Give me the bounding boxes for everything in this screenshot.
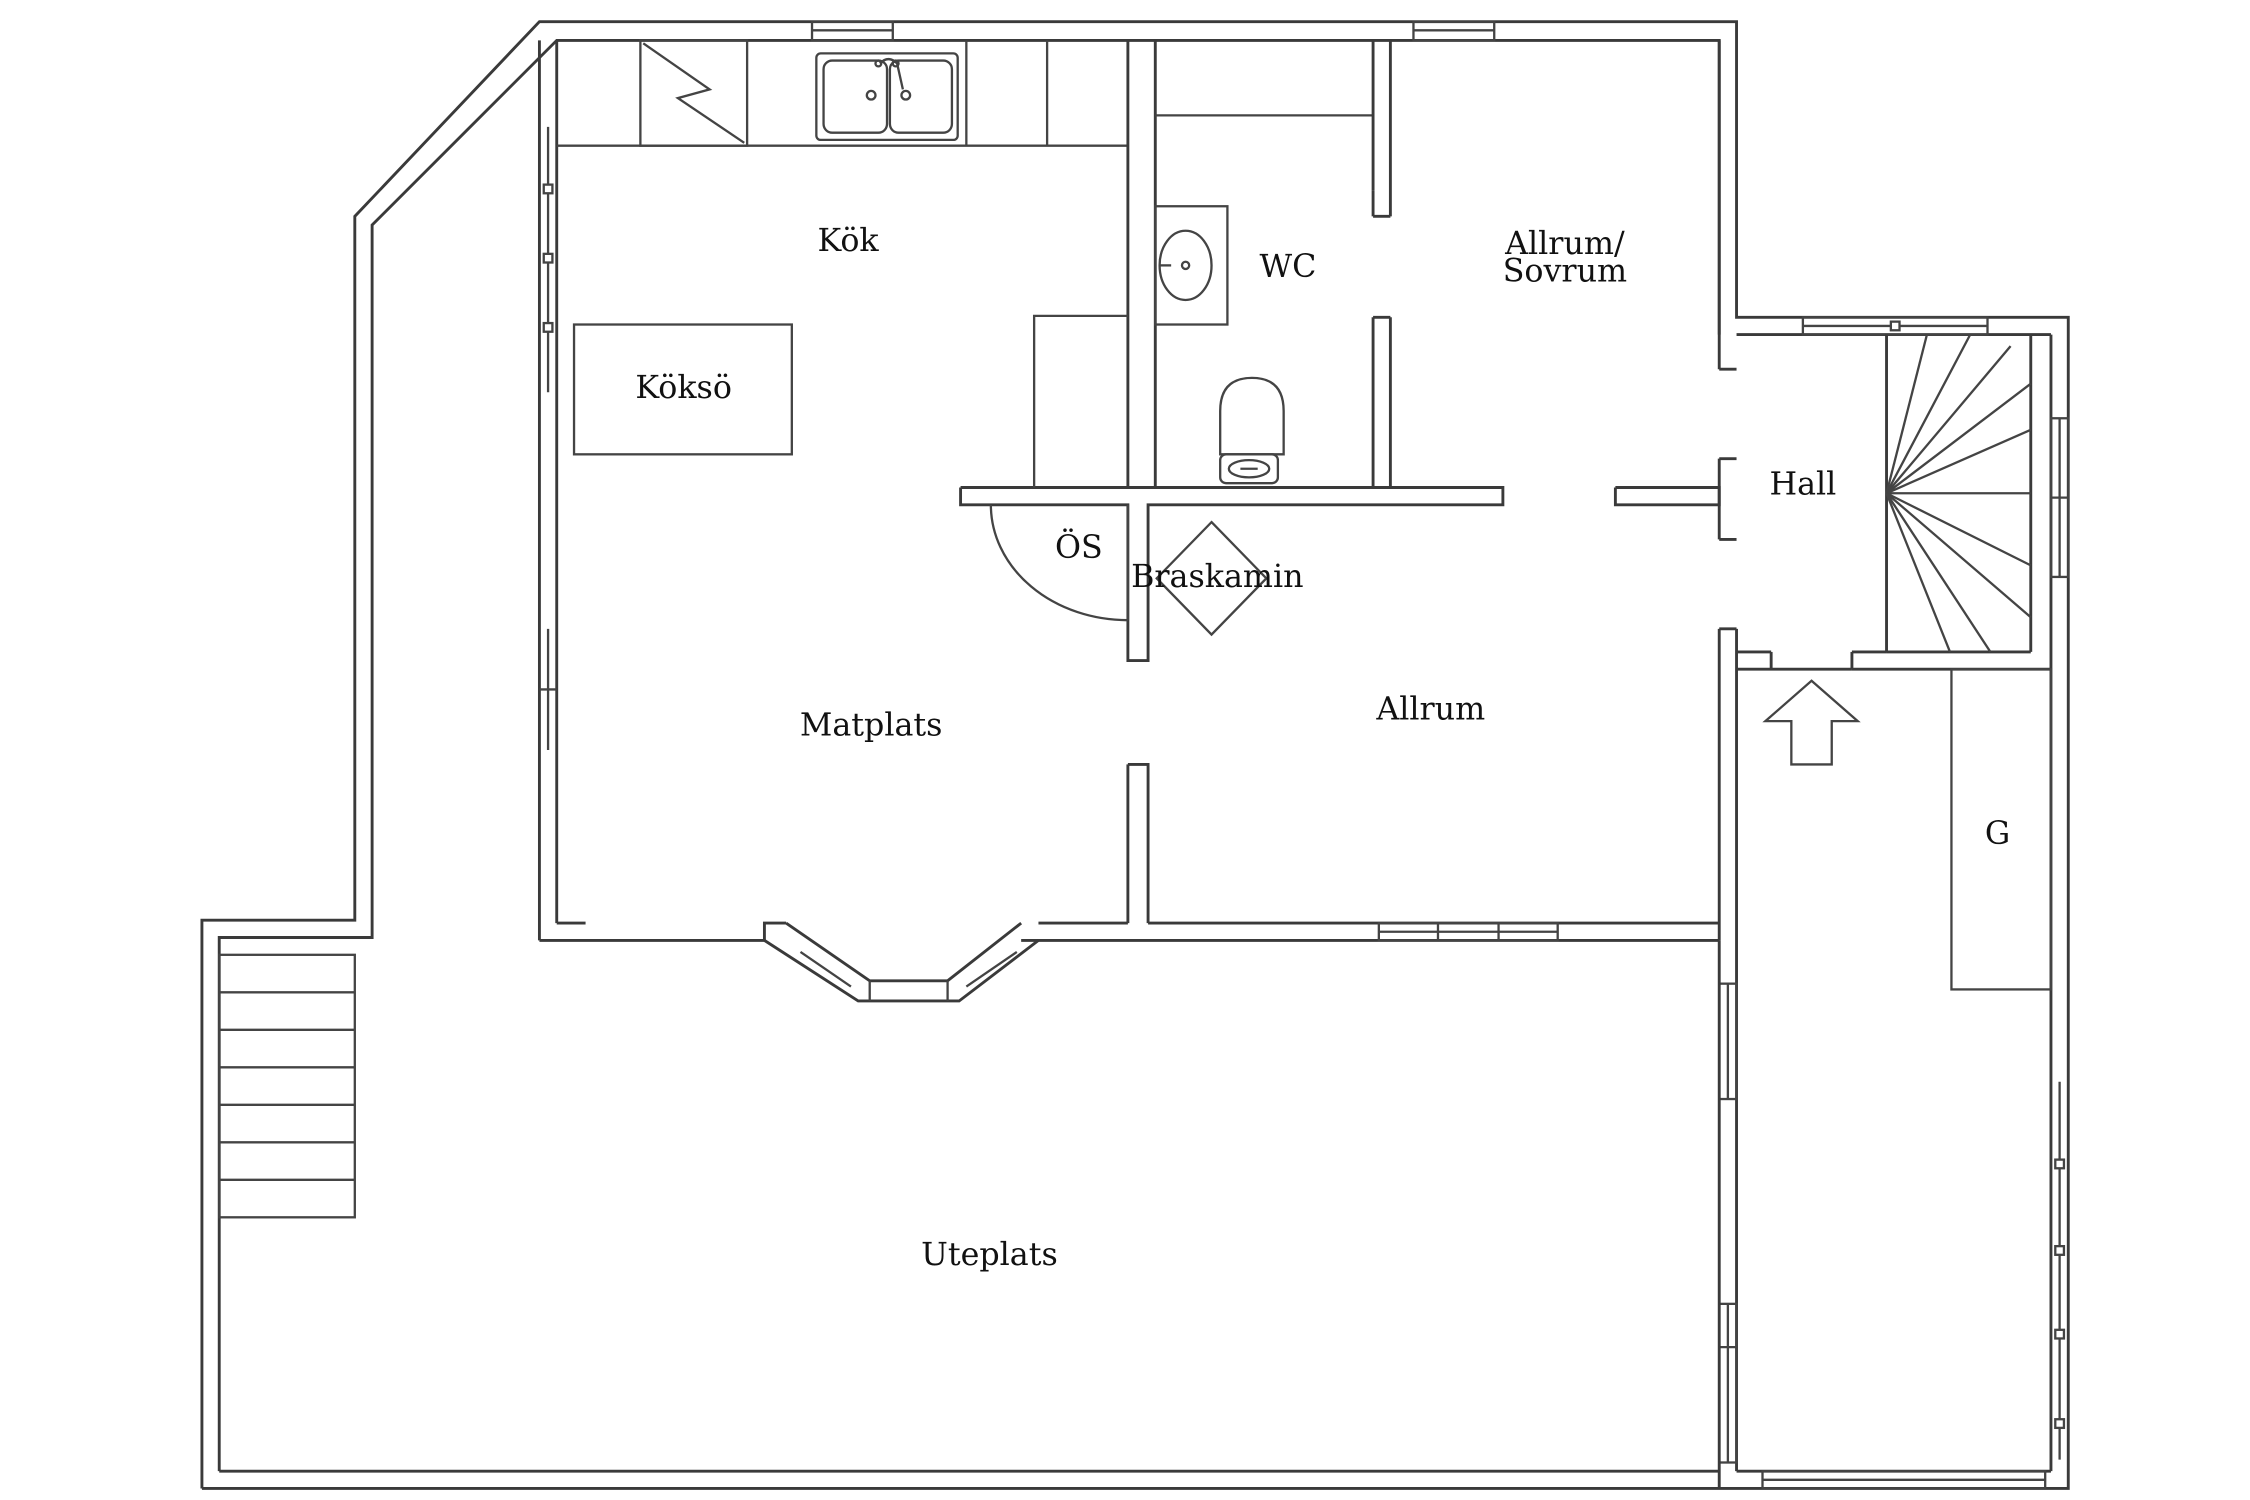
label-os: ÖS bbox=[1055, 528, 1103, 566]
label-wc: WC bbox=[1260, 249, 1317, 285]
label-koksoe: Köksö bbox=[635, 370, 732, 406]
exterior-stairs bbox=[218, 953, 356, 1219]
kitchen-island bbox=[572, 323, 793, 456]
south-windows bbox=[1377, 921, 1559, 942]
label-matplats: Matplats bbox=[800, 708, 943, 744]
washbasin-icon bbox=[1154, 205, 1229, 326]
label-allrum: Allrum bbox=[1375, 692, 1485, 728]
label-uteplats: Uteplats bbox=[921, 1237, 1058, 1273]
door-swing-icon bbox=[989, 504, 1130, 622]
interior-walls bbox=[959, 40, 1721, 924]
double-sink-icon bbox=[815, 52, 959, 142]
toilet-icon bbox=[1219, 376, 1285, 485]
outer-walls bbox=[200, 20, 2070, 1490]
label-allrum-sovrum-1: Allrum/ bbox=[1504, 226, 1625, 262]
label-allrum-sovrum-2: Sovrum bbox=[1503, 253, 1627, 289]
label-g: G bbox=[1985, 816, 2010, 852]
room-labels: Kök Köksö WC Allrum/ Sovrum Hall ÖS Bras… bbox=[635, 223, 2010, 1273]
fireplace-icon bbox=[1155, 520, 1268, 637]
north-windows bbox=[810, 20, 1496, 42]
entrance-arrow-icon bbox=[1762, 679, 1861, 766]
label-hall: Hall bbox=[1769, 467, 1836, 503]
east-windows bbox=[1761, 417, 2070, 1490]
kitchen-counter bbox=[556, 40, 1128, 147]
staircase-icon bbox=[1885, 334, 2032, 653]
west-windows bbox=[539, 126, 557, 750]
storage-g bbox=[1950, 668, 2053, 991]
label-kok: Kök bbox=[817, 223, 879, 259]
label-braskamin: Braskamin bbox=[1131, 559, 1303, 595]
stove-icon bbox=[639, 39, 749, 147]
patio-windows bbox=[1717, 940, 1738, 1489]
